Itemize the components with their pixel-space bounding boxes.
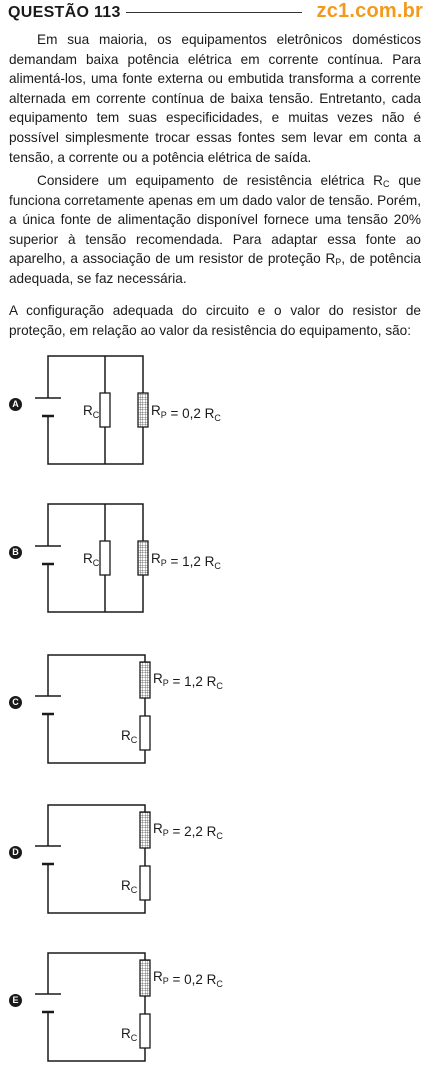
rc-label: RC (121, 878, 138, 895)
circuit-wire (47, 952, 146, 1062)
option-a[interactable]: A RC RP = 0,2 RC (0, 352, 429, 470)
option-letter-badge[interactable]: A (9, 398, 22, 411)
rp-label: RP = 0,2 RC (151, 403, 221, 423)
rc-label: RC (83, 551, 100, 568)
option-d[interactable]: D RP = 2,2 RC RC (0, 800, 429, 918)
resistor-rp (139, 661, 151, 699)
resistor-rc (99, 392, 111, 428)
brand-logo[interactable]: zc1.com.br (316, 0, 423, 22)
question-header: QUESTÃO 113 zc1.com.br (0, 0, 429, 24)
resistor-rc (139, 1013, 151, 1049)
resistor-rc (99, 540, 111, 576)
rc-label: RC (83, 403, 100, 420)
option-c[interactable]: C RP = 1,2 RC RC (0, 650, 429, 770)
option-e[interactable]: E RP = 0,2 RC RC (0, 948, 429, 1068)
rp-label: RP = 0,2 RC (153, 969, 223, 989)
resistor-rp (139, 959, 151, 997)
resistor-rc (139, 865, 151, 901)
resistor-rc (139, 715, 151, 751)
paragraph-text: A configuração adequada do circuito e o … (9, 303, 421, 338)
option-b[interactable]: B RC RP = 1,2 RC (0, 500, 429, 620)
circuit-diagram: RP = 0,2 RC RC (35, 952, 223, 1062)
paragraph-text: Em sua maioria, os equipamentos eletrôni… (9, 32, 421, 165)
statement-paragraph-2: Considere um equipamento de resistência … (9, 171, 421, 289)
statement-paragraph-3: A configuração adequada do circuito e o … (9, 301, 421, 340)
option-letter-badge[interactable]: D (9, 846, 22, 859)
statement-paragraph-1: Em sua maioria, os equipamentos eletrôni… (9, 30, 421, 167)
rp-label: RP = 1,2 RC (151, 551, 221, 571)
rp-label: RP = 2,2 RC (153, 821, 223, 841)
circuit-wire (47, 654, 146, 764)
p2-text-c: , de potência adequada, se faz necessári… (9, 251, 421, 286)
circuit-diagram: RP = 2,2 RC RC (35, 804, 223, 914)
rp-label: RP = 1,2 RC (153, 671, 223, 691)
resistor-rp (137, 540, 149, 576)
resistor-rp (139, 811, 151, 849)
circuit-diagram: RC RP = 0,2 RC (35, 355, 221, 465)
option-letter-badge[interactable]: B (9, 546, 22, 559)
option-letter-badge[interactable]: C (9, 696, 22, 709)
circuit-wire (47, 804, 146, 914)
circuit-diagram: RC RP = 1,2 RC (35, 503, 221, 613)
p2-sub-p: P (335, 257, 342, 268)
resistor-rp (137, 392, 149, 428)
p2-text-a: Considere um equipamento de resistência … (37, 173, 384, 188)
option-letter-badge[interactable]: E (9, 994, 22, 1007)
rc-label: RC (121, 1026, 138, 1043)
p2-sub-c: C (383, 179, 390, 189)
header-rule (126, 12, 302, 13)
p2-text-b: que funciona corretamente apenas em um d… (9, 173, 421, 267)
rc-label: RC (121, 728, 138, 745)
question-number: QUESTÃO 113 (8, 4, 121, 21)
circuit-diagram: RP = 1,2 RC RC (35, 654, 223, 764)
